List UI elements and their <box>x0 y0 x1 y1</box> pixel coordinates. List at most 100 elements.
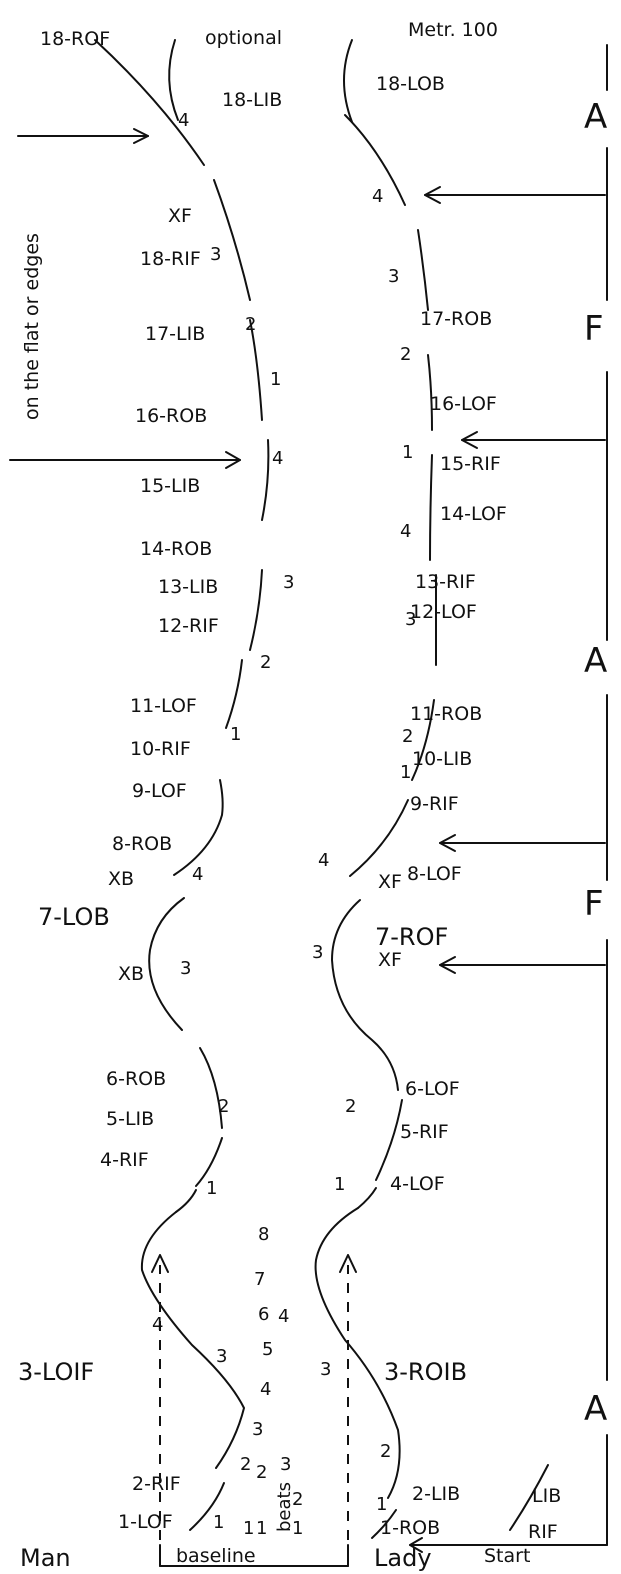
lady-beat: 4 <box>318 850 329 871</box>
baseline-beat: 3 <box>280 1454 291 1475</box>
count-number: 1 <box>256 1518 267 1539</box>
man-step-curve <box>189 1482 225 1531</box>
lady-beat: 3 <box>388 266 399 287</box>
count-number: 2 <box>256 1462 267 1483</box>
lady-beat: 1 <box>400 762 411 783</box>
music-letter: F <box>584 309 604 349</box>
lady-step-label: 17-ROB <box>420 308 492 330</box>
man-step-label: 15-LIB <box>140 475 200 497</box>
man-beat: 3 <box>210 244 221 265</box>
man-step-curve <box>195 1137 223 1187</box>
lady-step-curve <box>343 39 353 123</box>
man-track <box>94 39 270 1531</box>
lady-step-curve <box>371 1509 397 1539</box>
lady-cross-label: XF <box>378 871 402 893</box>
man-step-curve <box>173 779 224 876</box>
man-step-curve <box>175 1189 197 1213</box>
lady-step-curve <box>349 799 409 877</box>
man-beat: 2 <box>240 1454 251 1475</box>
lady-beat: 3 <box>405 609 416 630</box>
cue-arrow <box>439 834 606 852</box>
optional-label: optional <box>205 27 282 49</box>
lady-step-curve <box>429 454 433 561</box>
man-cross-label: XB <box>118 963 144 985</box>
lady-step-curve <box>411 699 435 781</box>
man-step-curve <box>225 659 243 729</box>
man-step-label: 8-ROB <box>112 833 172 855</box>
lady-step-label: 15-RIF <box>440 453 501 475</box>
lady-step-label: 11-ROB <box>410 703 482 725</box>
lady-step-label: 13-RIF <box>415 571 476 593</box>
count-number: 3 <box>252 1419 263 1440</box>
man-caption: Man <box>20 1544 71 1572</box>
start-step-label: RIF <box>528 1521 558 1543</box>
man-step-label: 2-RIF <box>132 1473 181 1495</box>
lady-step-curve <box>331 899 399 1091</box>
man-step-label: 18-LIB <box>222 89 282 111</box>
cue-arrow <box>424 186 606 204</box>
count-number: 4 <box>260 1379 271 1400</box>
lady-beat: 2 <box>400 344 411 365</box>
man-beat: 4 <box>192 864 203 885</box>
lady-beat: 2 <box>345 1096 356 1117</box>
beats-label: beats <box>274 1482 295 1532</box>
lady-step-label: 1-ROB <box>380 1517 440 1539</box>
man-step-label: 1-LOF <box>118 1511 173 1533</box>
lady-step-label: 4-LOF <box>390 1173 445 1195</box>
man-step-curve <box>94 39 205 166</box>
lady-beat: 3 <box>312 942 323 963</box>
lady-step-curve <box>357 1187 377 1209</box>
count-number: 7 <box>254 1269 265 1290</box>
left-arrows <box>9 128 241 469</box>
lady-beat: 1 <box>334 1174 345 1195</box>
man-beat: 1 <box>270 369 281 390</box>
man-beat: 2 <box>245 314 256 335</box>
man-beat: 4 <box>272 448 283 469</box>
man-beat: 4 <box>178 110 189 131</box>
man-step-label: 7-LOB <box>38 903 110 931</box>
man-beat: 2 <box>260 652 271 673</box>
lady-step-label: 5-RIF <box>400 1121 449 1143</box>
man-step-label: 4-RIF <box>100 1149 149 1171</box>
man-beat: 4 <box>152 1314 163 1335</box>
man-beat: 2 <box>218 1096 229 1117</box>
lady-step-label: 9-RIF <box>410 793 459 815</box>
lady-step-label: 2-LIB <box>412 1483 460 1505</box>
man-step-curve <box>249 569 263 651</box>
start-step-curve <box>509 1464 549 1531</box>
lady-step-curve <box>417 229 429 311</box>
count-number: 5 <box>262 1339 273 1360</box>
man-step-label: 14-ROB <box>140 538 212 560</box>
lady-step-label: 12-LOF <box>410 601 477 623</box>
lady-caption: Lady <box>374 1544 432 1572</box>
man-step-curve <box>148 897 185 1031</box>
man-beat: 1 <box>230 724 241 745</box>
baseline-beat: 1 <box>292 1518 303 1539</box>
lady-beat: 4 <box>400 521 411 542</box>
lady-beat: 4 <box>372 186 383 207</box>
man-beat: 3 <box>180 958 191 979</box>
lady-track <box>314 39 549 1539</box>
lady-step-label: 3-ROIB <box>384 1358 467 1386</box>
man-step-label: 11-LOF <box>130 695 197 717</box>
lady-beat: 4 <box>278 1306 289 1327</box>
man-beat: 3 <box>216 1346 227 1367</box>
man-step-label: 16-ROB <box>135 405 207 427</box>
lady-step-label: 7-ROF <box>375 923 448 951</box>
lady-beat: 1 <box>402 442 413 463</box>
lady-beat: 1 <box>376 1494 387 1515</box>
man-step-curve <box>199 1047 223 1129</box>
man-step-label: 3-LOIF <box>18 1358 94 1386</box>
man-cross-label: XB <box>108 868 134 890</box>
man-beat: 1 <box>206 1178 217 1199</box>
man-step-label: 18-RIF <box>140 248 201 270</box>
man-beat: 3 <box>283 572 294 593</box>
man-step-label: 5-LIB <box>106 1108 154 1130</box>
man-step-curve <box>261 439 270 521</box>
lady-cross-label: XF <box>378 949 402 971</box>
lady-beat: 2 <box>380 1441 391 1462</box>
man-step-label: 12-RIF <box>158 615 219 637</box>
baseline-caption: baseline <box>176 1545 256 1567</box>
man-step-curve <box>168 39 179 121</box>
side-note: on the flat or edges <box>21 233 43 420</box>
